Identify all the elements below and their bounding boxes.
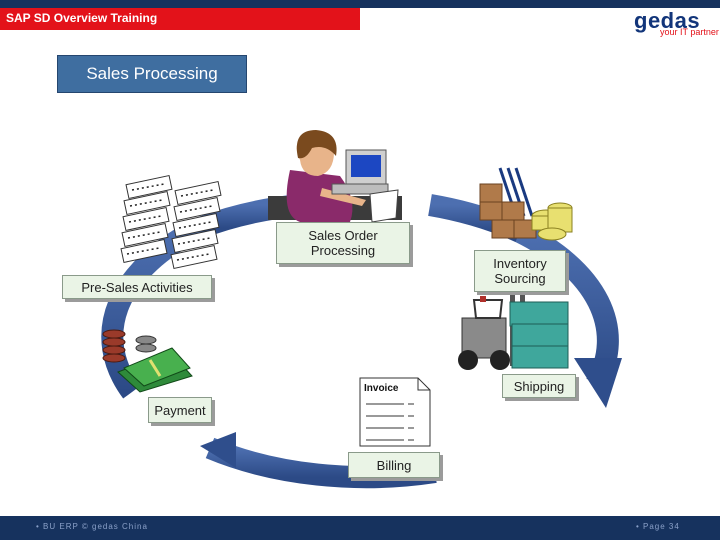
step-inventory-line2: Sourcing <box>494 271 546 286</box>
forklift-icon <box>458 290 569 370</box>
invoice-doc-title: Invoice <box>364 383 399 394</box>
step-sales-order-processing: Sales Order Processing <box>276 222 410 264</box>
step-billing-label: Billing <box>376 458 412 473</box>
step-sales-order-line1: Sales Order <box>308 228 378 243</box>
documents-icon <box>120 174 222 270</box>
course-title: SAP SD Overview Training <box>6 11 158 25</box>
customer-service-agent-icon <box>268 130 402 223</box>
arrow-head-right <box>574 358 622 408</box>
logo-word: gedas <box>634 8 701 33</box>
step-inventory-line1: Inventory <box>493 256 547 271</box>
step-inventory-sourcing: Inventory Sourcing <box>474 250 566 292</box>
money-icon <box>102 329 193 393</box>
step-pre-sales-label: Pre-Sales Activities <box>81 280 193 295</box>
invoice-document-icon: Invoice <box>359 377 431 447</box>
footer-left-text: • BU ERP © gedas China <box>36 522 148 531</box>
step-sales-order-line2: Processing <box>310 243 376 258</box>
step-pre-sales-activities: Pre-Sales Activities <box>62 275 212 299</box>
warehouse-goods-icon <box>479 167 573 241</box>
footer-bar: • BU ERP © gedas China • Page 34 <box>0 516 720 540</box>
footer-page-number: • Page 34 <box>636 522 680 531</box>
step-shipping: Shipping <box>502 374 576 398</box>
logo-tagline: your IT partner <box>660 27 719 37</box>
arrow-head-left <box>200 432 236 468</box>
step-payment-label: Payment <box>154 403 206 418</box>
step-billing: Billing <box>348 452 440 478</box>
title-bar: SAP SD Overview Training <box>0 8 360 30</box>
step-shipping-label: Shipping <box>513 379 565 394</box>
top-band <box>0 0 720 8</box>
section-heading-text: Sales Processing <box>86 64 218 83</box>
gedas-logo: gedas your IT partner <box>634 8 720 38</box>
step-payment: Payment <box>148 397 212 423</box>
section-heading: Sales Processing <box>57 55 247 93</box>
